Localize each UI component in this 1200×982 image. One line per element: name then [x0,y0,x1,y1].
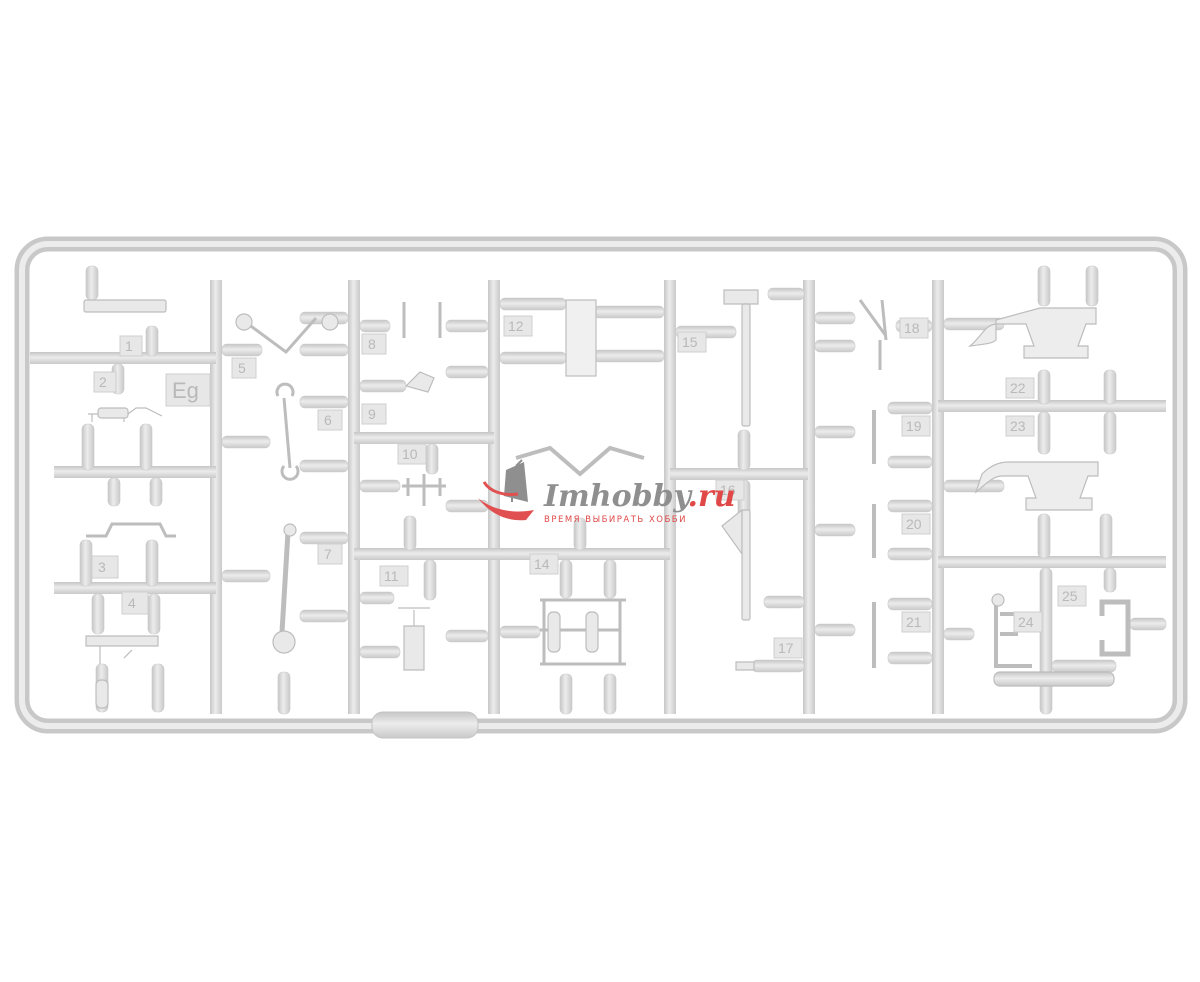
part-label-7: 7 [324,546,332,562]
part-label-19: 19 [906,418,922,434]
part-label-15: 15 [682,334,698,350]
part-5-pliers [239,316,318,355]
vertical-runners [210,280,944,714]
horizontal-runners [30,352,1166,594]
part-label-14: 14 [534,556,550,572]
part-11-torch [398,607,430,671]
watermark-tld: .ru [688,479,736,514]
part-7-wrench [279,531,291,633]
part-label-16: 16 [720,482,736,498]
part-1-plate [83,299,167,313]
part-8-tool [402,302,442,338]
part-18-tool [858,299,888,370]
part-label-20: 20 [906,516,922,532]
part-label-3: 3 [98,559,106,575]
part-9-tool [404,371,435,393]
part-label-8: 8 [368,336,376,352]
part-12-block [565,299,597,377]
part-label-6: 6 [324,412,332,428]
part-label-24: 24 [1018,614,1034,630]
part-10-vise [402,474,446,506]
part-14-frame [540,598,626,666]
part-label-21: 21 [906,614,922,630]
sprue-letter: Eg [172,378,199,403]
part-3-handle [86,522,176,538]
part-25-c-clamp [1099,599,1131,657]
part-label-11: 11 [384,568,399,584]
sailboat-icon [478,459,534,521]
sprue-bottom-tab [371,711,479,739]
part-6-wrench [275,382,300,481]
part-label-17: 17 [778,640,794,656]
part-label-18: 18 [904,320,920,336]
part-label-10: 10 [402,446,418,462]
part-label-2: 2 [99,374,107,390]
part-label-5: 5 [238,360,246,376]
part-number-labels: 1 2 3 4 5 6 7 8 9 10 11 12 14 15 16 17 1… [91,315,1087,659]
part-label-22: 22 [1010,380,1026,396]
watermark-slogan: ВРЕМЯ ВЫБИРАТЬ ХОББИ [544,515,687,525]
part-22-anvil [967,307,1097,359]
part-16-axe [721,508,743,556]
part-label-1: 1 [125,338,133,354]
part-label-23: 23 [1010,418,1026,434]
svg-text:Imhobby.ru: Imhobby.ru [543,479,736,514]
watermark-brand: Imhobby [543,479,694,514]
part-label-25: 25 [1062,588,1078,604]
part-13-pincers [515,445,645,477]
parts [83,289,1131,709]
part-15-hammer [723,289,759,305]
part-label-9: 9 [368,406,376,422]
part-23-anvil [974,461,1099,511]
part-label-12: 12 [508,318,524,334]
part-label-4: 4 [128,595,136,611]
watermark-logo: Imhobby.ru ВРЕМЯ ВЫБИРАТЬ ХОББИ [478,459,736,525]
part-17-handle [735,661,755,671]
part-4-tool [85,635,159,664]
